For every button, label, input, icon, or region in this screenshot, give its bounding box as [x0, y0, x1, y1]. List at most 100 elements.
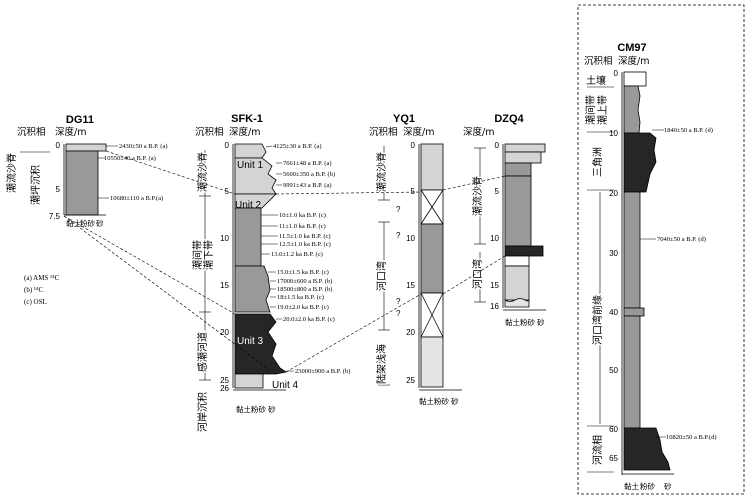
grain-label-sand: 砂: [268, 404, 276, 414]
depth-header: 深度/m: [55, 126, 86, 138]
facies-label: 土壤: [586, 74, 606, 87]
lithology-layer: [234, 207, 262, 267]
date-label: 11±1.0 ka B.P. (c): [279, 223, 326, 230]
lithology-layer: [504, 255, 530, 267]
lithology-layer: [623, 427, 671, 471]
depth-tick: 10: [490, 234, 499, 243]
column-title: DZQ4: [494, 113, 524, 125]
date-label: 5600±350 a B.P. (b): [283, 171, 335, 178]
legend-item: (a) AMS ¹⁴C: [24, 274, 60, 282]
correlation-line: [442, 255, 506, 295]
core-gap-cross: [420, 189, 444, 225]
facies-label: 感潮河道: [196, 332, 209, 372]
lithology-layer: [504, 151, 542, 164]
lithology-layer: [504, 298, 530, 308]
date-pointers: [261, 145, 294, 372]
unit-label: Unit 1: [237, 160, 264, 171]
legend-item: (c) OSL: [24, 298, 47, 306]
facies-label: 潮流沙脊: [375, 152, 388, 192]
depth-tick: 20: [609, 189, 618, 198]
correlation-line: [275, 191, 422, 195]
depth-tick: 0: [495, 141, 500, 150]
depth-tick: 50: [609, 366, 618, 375]
uncertain-boundary-mark: ?: [396, 231, 401, 240]
lithology-layer: [504, 162, 532, 177]
dating-method-legend: (a) AMS ¹⁴C (b) ¹⁴C (c) OSL: [24, 274, 60, 306]
depth-tick: 15: [406, 281, 415, 290]
grain-label-silt: 粉砂: [80, 218, 95, 228]
lithology-layer: [623, 307, 645, 317]
date-label: 7661±48 a B.P. (a): [283, 160, 332, 167]
column-dzq4: DZQ4 深度/m 0 5 10 15 16 黏土 粉砂 砂 潮流沙脊 河口湾: [463, 113, 546, 327]
facies-label: 潮下带: [202, 240, 215, 270]
depth-tick: 0: [56, 141, 61, 150]
lithology-layer: [623, 85, 641, 134]
facies-arrows: [378, 146, 390, 386]
depth-tick: 0: [411, 141, 416, 150]
uncertain-boundary-mark: ?: [396, 297, 401, 306]
grain-label-sand: 砂: [451, 396, 459, 406]
depth-tick: 25: [406, 376, 415, 385]
depth-header: 深度/m: [229, 126, 260, 138]
depth-tick: 65: [609, 454, 618, 463]
depth-tick: 0: [225, 141, 230, 150]
column-title: SFK-1: [231, 113, 263, 125]
grain-label-sand: 砂: [537, 317, 545, 327]
depth-header: 深度/m: [403, 126, 434, 138]
cm97-dashed-frame: [577, 4, 745, 495]
facies-label: 陆架浅海: [375, 344, 388, 384]
date-label: 2430±50 a B.P. (a): [119, 143, 168, 150]
grain-label-sand: 砂: [664, 481, 672, 491]
facies-label: 潮流沙脊: [471, 176, 484, 216]
date-label: 1840±50 a B.P. (d): [664, 127, 713, 134]
date-label: 23000±900 a B.P. (b): [295, 368, 350, 375]
grain-label-silt: 粉砂: [434, 396, 449, 406]
lithology-layer: [623, 71, 647, 87]
facies-arrows: [587, 86, 614, 473]
correlation-line: [63, 215, 273, 373]
depth-tick: 20: [220, 328, 229, 337]
lithology-layer: [623, 132, 657, 193]
depth-header: 深度/m: [463, 126, 494, 138]
column-title: CM97: [617, 42, 646, 54]
depth-tick: 15: [220, 281, 229, 290]
facies-label: 河口湾: [375, 261, 388, 291]
facies-label: 河流相: [591, 435, 604, 465]
column-yq1: YQ1 沉积相 深度/m 0 5 10 15 20 25 黏土 粉砂 砂 ?: [369, 113, 462, 406]
grain-label-silt: 粉砂: [520, 317, 535, 327]
date-label: 11.5±1.0 ka B.P. (c): [279, 233, 331, 240]
facies-label: 潮流沙脊: [5, 153, 18, 193]
lithology-layer: [504, 143, 546, 153]
correlation-line: [63, 215, 236, 315]
date-label: 15.0±1.5 ka B.P. (c): [277, 269, 329, 276]
lithology-layer: [234, 193, 277, 209]
unit-label: Unit 2: [235, 200, 262, 211]
unit-label: Unit 4: [272, 380, 299, 391]
grain-label-sand: 砂: [96, 218, 104, 228]
lithology-layer: [65, 143, 107, 152]
lithology-layer: [234, 373, 264, 389]
date-label: 10820±50 a B.P.(d): [666, 434, 717, 441]
facies-label: 河口湾: [471, 259, 484, 289]
date-label: 9991±43 a B.P. (a): [283, 182, 332, 189]
date-label: 18±1.5 ka B.P. (c): [277, 294, 324, 301]
facies-arrows: [199, 150, 211, 381]
facies-label: 潮坪沉积: [29, 165, 42, 205]
lithology-layer: [504, 175, 532, 247]
depth-tick: 10: [220, 234, 229, 243]
uncertain-boundary-mark: ?: [396, 309, 401, 318]
lithology-layer: [234, 143, 267, 159]
depth-tick: 5: [495, 187, 500, 196]
facies-header: 沉积相: [17, 126, 46, 138]
facies-label: 潮间带: [584, 95, 597, 125]
date-label: 4125±30 a B.P. (a): [273, 143, 322, 150]
correlation-lines: [63, 150, 506, 373]
core-gap-cross: [420, 292, 444, 338]
date-label: 12.5±1.0 ka B.P. (c): [279, 241, 331, 248]
date-label: 17000±600 a B.P. (b): [277, 278, 332, 285]
depth-tick: 60: [609, 425, 618, 434]
grain-label-clay: 黏土: [419, 396, 434, 406]
facies-arrows: [474, 147, 486, 303]
facies-header: 沉积相: [584, 55, 613, 67]
